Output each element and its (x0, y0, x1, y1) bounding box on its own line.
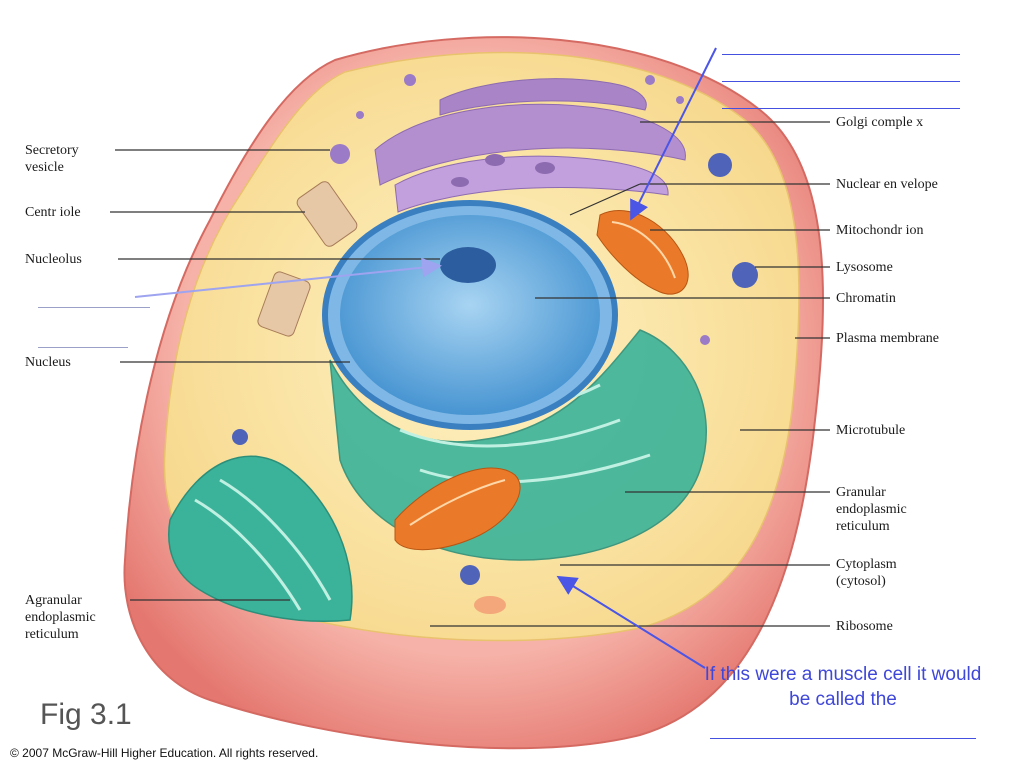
label-centriole: Centr iole (25, 205, 81, 220)
leader-lines (110, 121, 830, 627)
figure-label: Fig 3.1 (40, 698, 132, 731)
answer-blank-3[interactable] (722, 108, 960, 109)
label-nucleus: Nucleus (25, 355, 71, 370)
copyright-text: © 2007 McGraw-Hill Higher Education. All… (10, 746, 319, 760)
label-golgi-complex: Golgi comple x (836, 115, 924, 130)
answer-arrow-cytoplasm (556, 575, 706, 669)
label-nuclear-envelope: Nuclear en velope (836, 177, 938, 192)
label-nucleolus: Nucleolus (25, 252, 82, 267)
label-microtubule: Microtubule (836, 423, 906, 438)
golgi-complex (374, 78, 686, 213)
answer-blank-1[interactable] (722, 54, 960, 55)
agranular-er-shape (168, 455, 353, 622)
answer-blank-left-2[interactable] (38, 347, 128, 348)
label-mitochondrion: Mitochondr ion (836, 223, 924, 238)
vesicles (232, 74, 758, 614)
answer-blank-2[interactable] (722, 81, 960, 82)
answer-arrow-mitochondrion (630, 47, 717, 221)
label-agranular-er: Agranular endoplasmic reticulum (25, 593, 96, 642)
mitochondrion-shape (394, 210, 689, 551)
answer-blank-left-1[interactable] (38, 307, 150, 308)
label-lysosome: Lysosome (836, 260, 893, 275)
label-plasma-membrane: Plasma membrane (836, 331, 940, 346)
muscle-cell-question: If this were a muscle cell it would be c… (704, 664, 982, 710)
answer-blank-note[interactable] (710, 738, 976, 739)
label-granular-er: Granular endoplasmic reticulum (836, 485, 907, 534)
nucleus-shape (322, 200, 618, 430)
centriole-shape (257, 181, 358, 337)
label-chromatin: Chromatin (836, 291, 896, 306)
label-ribosome: Ribosome (836, 619, 893, 634)
label-cytoplasm: Cytoplasm (cytosol) (836, 557, 897, 589)
answer-arrow-nucleolus (134, 257, 442, 298)
label-secretory-vesicle: Secretory vesicle (25, 143, 79, 175)
